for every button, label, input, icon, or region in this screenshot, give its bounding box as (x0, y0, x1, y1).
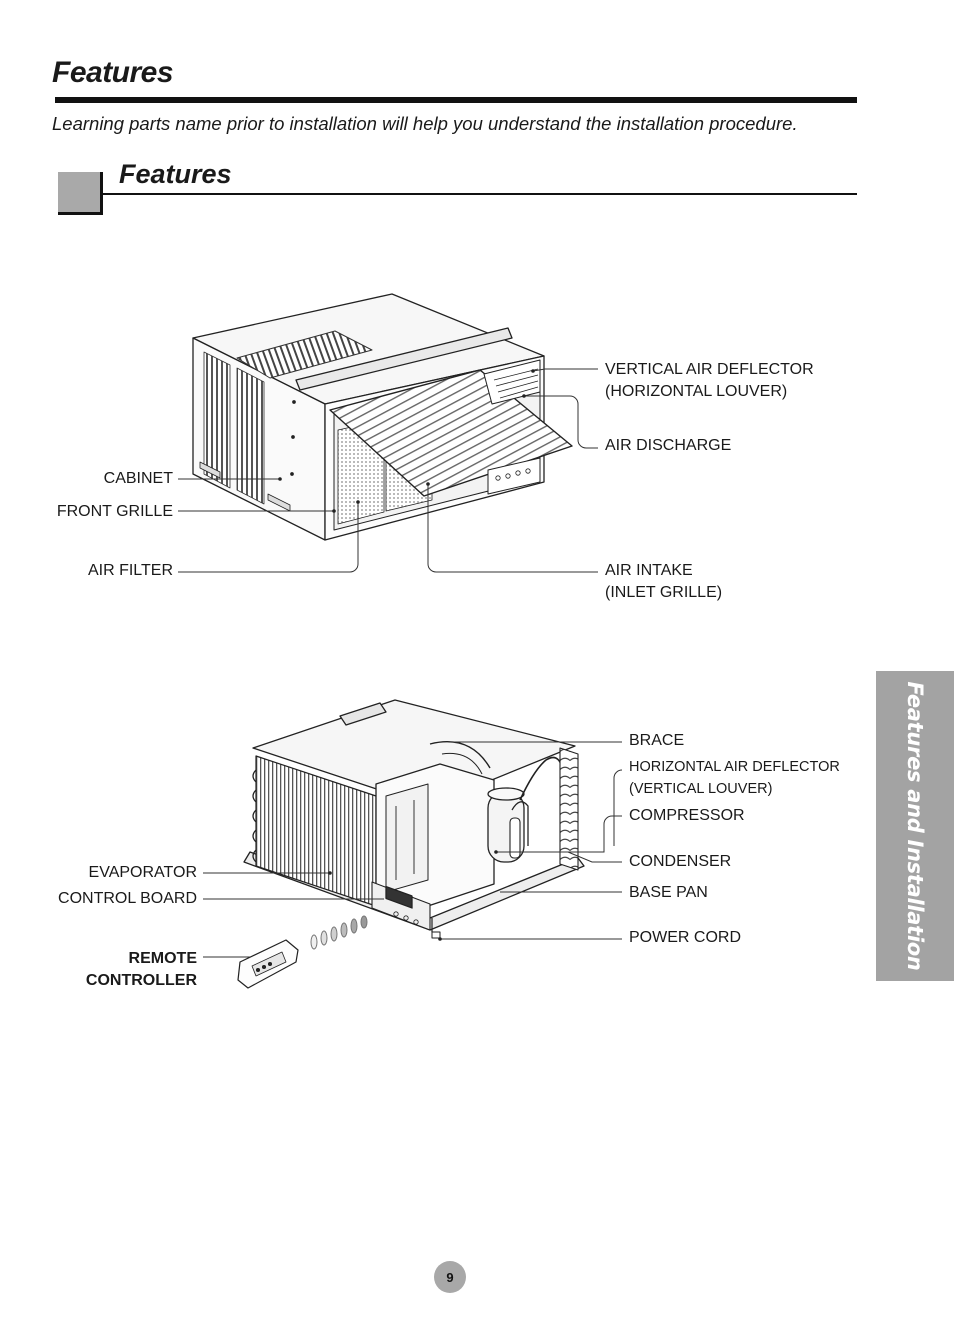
label-condenser: CONDENSER (629, 853, 732, 870)
label-front-grille: FRONT GRILLE (56, 503, 173, 520)
intro-text: Learning parts name prior to installatio… (52, 113, 798, 134)
label-power-cord: POWER CORD (629, 929, 741, 946)
label-air-discharge: AIR DISCHARGE (605, 437, 732, 454)
section-title: Features (119, 159, 232, 189)
label-cabinet: CABINET (103, 470, 173, 487)
label-horizontal-air-deflector: HORIZONTAL AIR DEFLECTOR (VERTICAL LOUVE… (629, 756, 840, 800)
label-line: (INLET GRILLE) (605, 584, 723, 601)
label-control-board: CONTROL BOARD (58, 890, 197, 907)
title-rule (55, 97, 857, 103)
label-line: (HORIZONTAL LOUVER) (605, 383, 788, 400)
label-line: HORIZONTAL AIR DEFLECTOR (629, 759, 840, 775)
front-view-illustration (192, 293, 573, 541)
leader-dots (278, 369, 535, 941)
label-vertical-air-deflector: VERTICAL AIR DEFLECTOR (HORIZONTAL LOUVE… (605, 359, 814, 403)
label-line: VERTICAL AIR DEFLECTOR (605, 361, 814, 378)
remote-signal-beam (310, 915, 368, 950)
side-tab: Features and Installation (876, 671, 954, 981)
label-base-pan: BASE PAN (629, 884, 708, 901)
remote-controller-illustration (237, 939, 299, 989)
label-compressor: COMPRESSOR (629, 807, 745, 824)
label-line: CONTROLLER (85, 972, 197, 989)
section-rule (102, 193, 857, 195)
page-title: Features (52, 56, 174, 89)
label-line: AIR INTAKE (605, 562, 693, 579)
leader-lines (178, 368, 623, 958)
interior-view-illustration (237, 699, 585, 989)
label-remote-controller: REMOTE CONTROLLER (60, 948, 197, 992)
label-line: REMOTE (128, 950, 197, 967)
label-air-intake: AIR INTAKE (INLET GRILLE) (605, 560, 722, 604)
page-number: 9 (434, 1261, 466, 1293)
side-tab-text: Features and Installation (903, 681, 927, 971)
label-brace: BRACE (629, 732, 685, 749)
label-evaporator: EVAPORATOR (88, 864, 197, 881)
label-air-filter: AIR FILTER (87, 562, 173, 579)
label-line: (VERTICAL LOUVER) (629, 781, 773, 797)
section-marker (58, 172, 103, 215)
